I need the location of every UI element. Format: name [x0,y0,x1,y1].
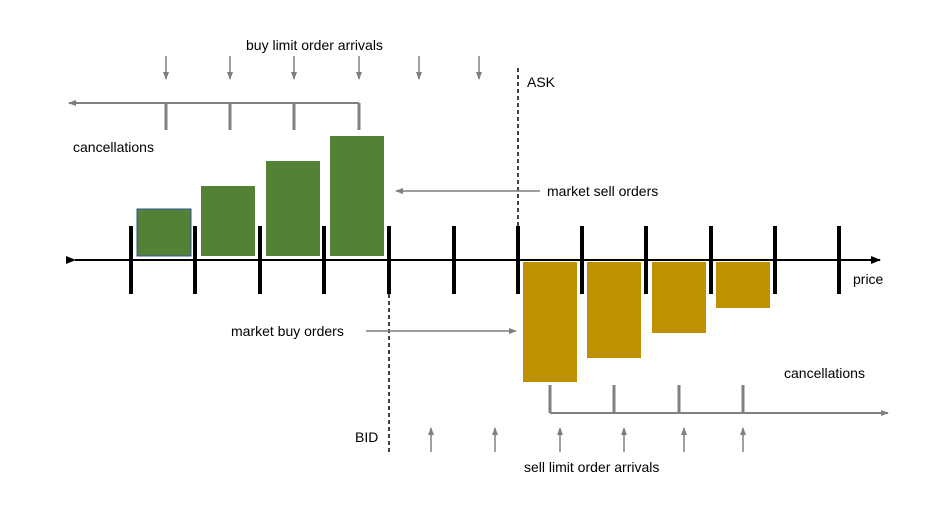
top-cancellations-bracket [68,100,361,130]
market-buy-label: market buy orders [231,323,344,339]
buy-arrival-arrows [163,56,482,80]
ask-bar [523,262,577,382]
price-ticks [129,226,841,294]
ask-bars [523,262,770,382]
ask-bar [652,262,706,333]
bid-label: BID [355,429,378,445]
buy-arrivals-label: buy limit order arrivals [246,37,383,53]
bid-bars [136,136,384,257]
market-sell-label: market sell orders [547,183,658,199]
bid-bar [136,208,192,257]
sell-arrivals-label: sell limit order arrivals [524,459,659,475]
bid-bar [201,186,255,256]
bid-bar [266,161,320,256]
sell-arrival-arrows [428,427,746,452]
bid-bar [330,136,384,256]
ask-label: ASK [527,74,556,90]
ask-bar [716,262,770,308]
bottom-cancellations-bracket [548,385,889,416]
cancellations-top-label: cancellations [73,139,154,155]
cancellations-bottom-label: cancellations [784,365,865,381]
price-label: price [853,271,884,287]
ask-bar [587,262,641,358]
